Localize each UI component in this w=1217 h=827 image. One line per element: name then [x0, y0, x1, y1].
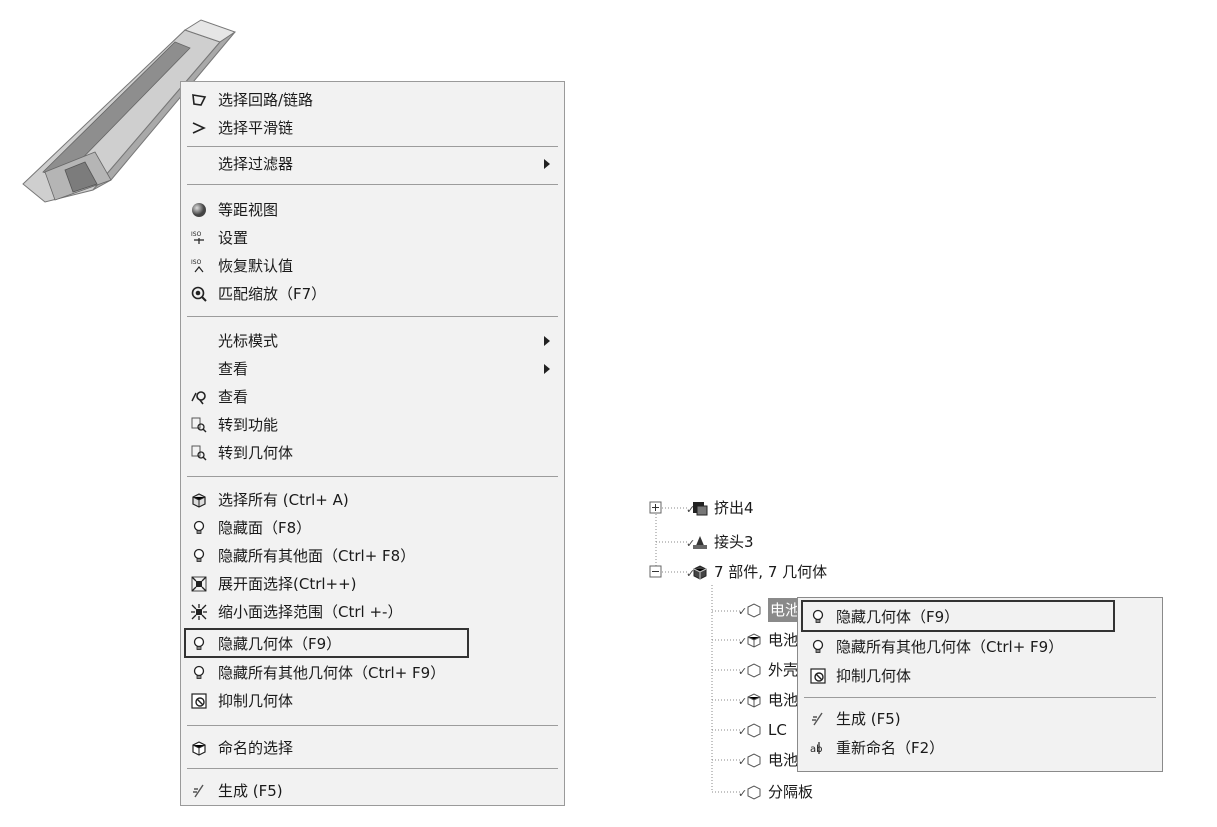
bulb-icon — [812, 639, 824, 653]
menu-separator — [187, 146, 558, 147]
svg-text:ISO: ISO — [191, 231, 202, 238]
extrude-icon — [693, 502, 708, 516]
menu-item-select-loop[interactable]: 选择回路/链路 — [181, 86, 564, 114]
submenu-arrow-icon — [544, 336, 550, 346]
check-icon: ✓ — [738, 665, 748, 678]
check-icon: ✓ — [738, 635, 748, 648]
menu-separator — [187, 768, 558, 769]
highlight-box — [184, 628, 469, 658]
body-icon — [747, 603, 761, 618]
check-icon: ✓ — [686, 537, 696, 550]
smooth-chain-icon — [192, 122, 206, 134]
context-menu: 选择回路/链路 选择平滑链 选择过滤器 等距视图 ISO 设置 ISO 恢复默认… — [180, 81, 565, 806]
body-icon — [747, 753, 761, 768]
named-selection-icon — [192, 741, 206, 756]
check-icon: ✓ — [738, 787, 748, 800]
solid-icon — [747, 633, 761, 648]
submenu-arrow-icon — [544, 159, 550, 169]
menu-item-named-selection[interactable]: 命名的选择 — [181, 734, 564, 762]
popup-item-rename[interactable]: ab 重新命名（F2） — [810, 739, 945, 757]
menu-item-settings[interactable]: ISO 设置 — [191, 229, 249, 247]
generate-icon — [812, 712, 823, 726]
check-icon: ✓ — [738, 725, 748, 738]
menu-item-goto-feature[interactable]: 转到功能 — [181, 411, 564, 439]
menu-item-expand-face-selection[interactable]: 展开面选择(Ctrl++) — [181, 570, 564, 598]
menu-separator — [804, 697, 1156, 698]
menu-separator — [187, 316, 558, 317]
bulb-icon — [193, 636, 205, 650]
menu-item-select-all[interactable]: 选择所有 (Ctrl+ A) — [181, 486, 564, 514]
outline-tree: ✓ 挤出4 ✓ 接头3 ✓ 7 部件, 7 几何体 ✓ 电池 ✓ 电池 ✓ 外壳… — [640, 490, 1200, 820]
svg-text:ab: ab — [810, 744, 822, 755]
popup-item-hide-geometry[interactable]: 隐藏几何体（F9） — [798, 603, 1162, 631]
body-context-menu: 隐藏几何体（F9） 隐藏所有其他几何体（Ctrl+ F9） 抑制几何体 生成 (… — [797, 597, 1163, 772]
view-icon — [191, 391, 206, 405]
menu-item-cursor-mode[interactable]: 光标模式 — [181, 327, 564, 355]
highlight-box — [801, 600, 1115, 632]
goto-feature-icon — [191, 417, 207, 433]
check-icon: ✓ — [686, 567, 696, 580]
menu-item-view[interactable]: 查看 — [181, 383, 564, 411]
menu-item-hide-other-faces[interactable]: 隐藏所有其他面（Ctrl+ F8） — [181, 542, 564, 570]
select-all-icon — [192, 493, 206, 508]
goto-geometry-icon — [191, 445, 207, 461]
loop-select-icon — [192, 94, 207, 106]
menu-item-view-submenu[interactable]: 查看 — [181, 355, 564, 383]
solid-icon — [747, 693, 761, 708]
menu-item-select-smooth-chain[interactable]: 选择平滑链 — [181, 114, 564, 142]
parts-icon — [693, 565, 707, 580]
menu-separator — [187, 476, 558, 477]
menu-item-generate[interactable]: 生成 (F5) — [181, 777, 564, 805]
rename-icon: ab — [810, 742, 822, 755]
suppress-icon — [810, 668, 826, 684]
popup-item-hide-other-geometry[interactable]: 隐藏所有其他几何体（Ctrl+ F9） — [798, 633, 1162, 661]
menu-item-select-filter[interactable]: 选择过滤器 — [181, 150, 564, 178]
check-icon: ✓ — [738, 755, 748, 768]
menu-separator — [187, 184, 558, 185]
bulb-icon — [193, 548, 205, 562]
bulb-icon — [193, 520, 205, 534]
menu-item-zoom-to-fit[interactable]: 匹配缩放（F7） — [181, 280, 564, 308]
check-icon: ✓ — [686, 503, 696, 516]
shrink-selection-icon — [191, 604, 207, 620]
svg-text:ISO: ISO — [191, 259, 202, 266]
check-icon: ✓ — [738, 605, 748, 618]
sphere-icon — [192, 203, 206, 217]
body-icon — [747, 663, 761, 678]
bulb-icon — [812, 609, 824, 623]
menu-item-restore-defaults[interactable]: ISO 恢复默认值 — [191, 257, 294, 275]
model-viewport[interactable] — [15, 12, 255, 212]
menu-separator — [187, 725, 558, 726]
suppress-icon — [191, 693, 207, 709]
menu-item-shrink-face-selection[interactable]: 缩小面选择范围（Ctrl +-） — [181, 598, 564, 626]
menu-item-isometric-view[interactable]: 等距视图 — [181, 196, 564, 224]
iso-settings-icon: ISO — [191, 231, 204, 244]
menu-item-hide-geometry[interactable]: 隐藏几何体（F9） — [181, 630, 564, 658]
popup-item-suppress-geometry[interactable]: 抑制几何体 — [798, 662, 1162, 690]
menu-item-goto-geometry[interactable]: 转到几何体 — [181, 439, 564, 467]
bulb-icon — [193, 665, 205, 679]
menu-item-suppress-geometry[interactable]: 抑制几何体 — [181, 687, 564, 715]
joint-icon — [693, 536, 707, 549]
generate-icon — [193, 784, 204, 798]
menu-item-hide-face[interactable]: 隐藏面（F8） — [181, 514, 564, 542]
menu-item-hide-other-geometry[interactable]: 隐藏所有其他几何体（Ctrl+ F9） — [181, 659, 564, 687]
submenu-arrow-icon — [544, 364, 550, 374]
zoom-fit-icon — [191, 286, 207, 302]
iso-reset-icon: ISO — [191, 259, 204, 273]
check-icon: ✓ — [738, 695, 748, 708]
body-icon — [747, 785, 761, 800]
tree-connector-lines — [649, 501, 742, 793]
popup-item-generate[interactable]: 生成 (F5) — [798, 705, 1162, 733]
expand-selection-icon — [191, 576, 207, 592]
body-icon — [747, 723, 761, 738]
